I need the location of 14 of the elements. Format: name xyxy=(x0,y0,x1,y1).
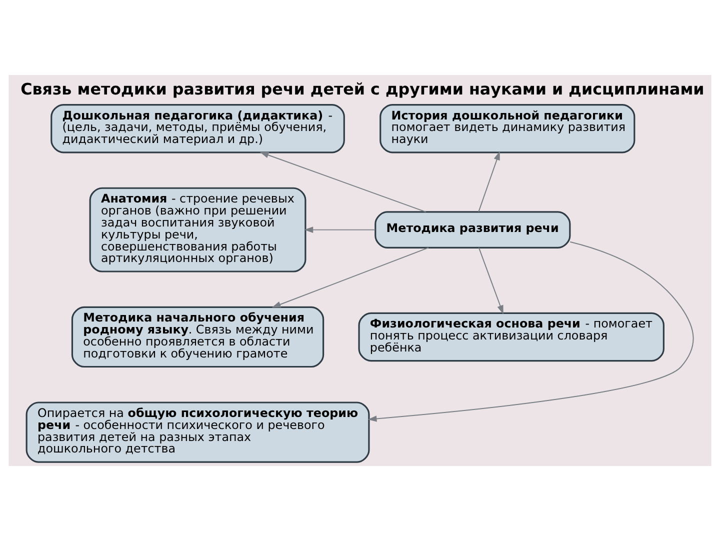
node-box: История дошкольной педагогики помогает видеть динамику развития науки xyxy=(380,103,636,153)
node-box: Физиологическая основа речи - помогает понять процесс активизации словаря ребёнка xyxy=(358,312,664,362)
arrow xyxy=(304,226,376,232)
diagram-title: Связь методики развития речи детей с другими науками и дисциплинами xyxy=(20,79,704,98)
node-box: Методика развития речи xyxy=(374,210,571,248)
node-box: Дошкольная педагогика (дидактика) - (цель, задачи, методы, приёмы обучения, дидактический материал и др.) xyxy=(50,103,345,153)
node-box: Опирается на общую психологическую теорию речи - особенности психического и речевого развития детей на разных этапах дошкольного детства xyxy=(26,401,370,462)
arrow xyxy=(368,240,694,422)
arrow xyxy=(272,246,429,308)
node-box: Анатомия - строение речевых органов (важно при решении задач воспитания звуковой культуры речи, совершенствования работы артикуляционных органов) xyxy=(89,186,306,272)
arrow xyxy=(260,151,426,212)
arrow xyxy=(478,150,500,212)
arrow xyxy=(478,246,504,314)
node-box: Методика начального обучения родному языку. Связь между ними особенно проявляется в области подготовки к обучению грамоте xyxy=(71,306,324,368)
